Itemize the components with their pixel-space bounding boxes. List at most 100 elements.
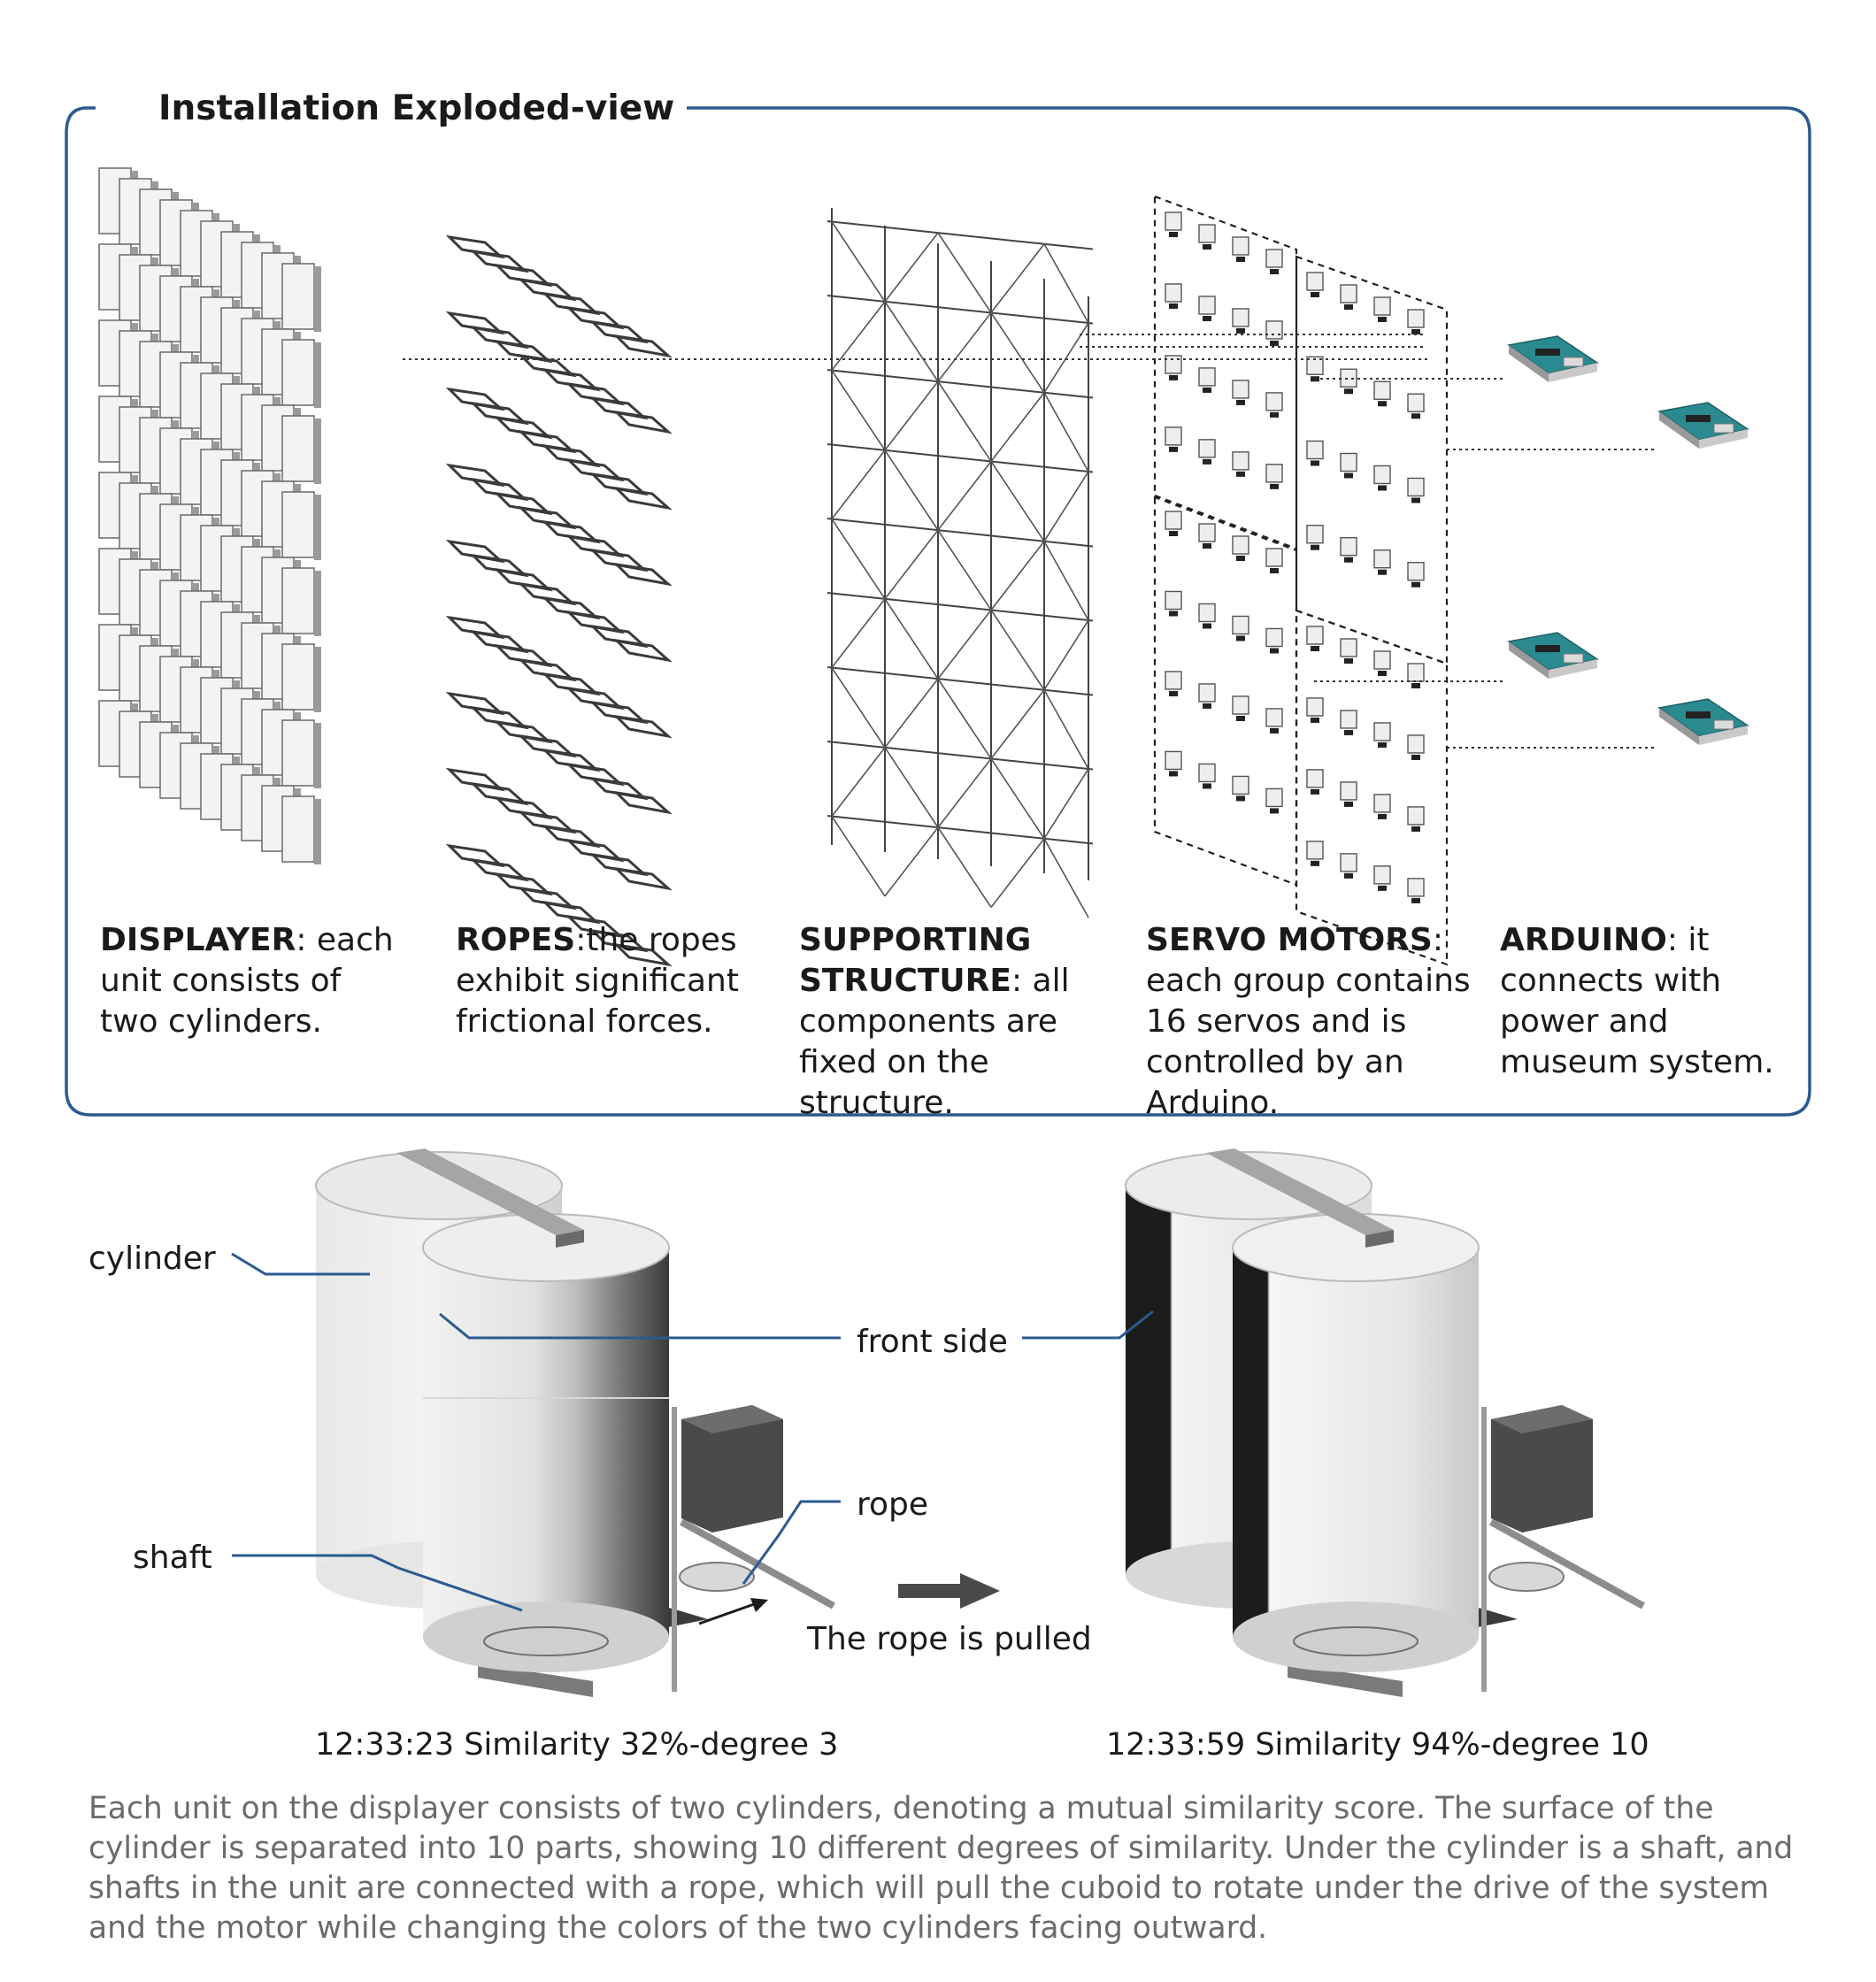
servo-motor <box>1198 683 1216 703</box>
servo-horn <box>1411 581 1420 588</box>
servo-horn <box>1236 327 1245 334</box>
structure-beam <box>827 592 1094 622</box>
servo-motor <box>1306 841 1324 860</box>
servo-motor <box>1165 426 1182 446</box>
servo-horn <box>1169 611 1178 617</box>
structure-beam <box>827 369 1094 399</box>
description-paragraph: Each unit on the displayer consists of t… <box>88 1791 1794 1946</box>
servo-horn <box>1311 544 1319 550</box>
servo-horn <box>1378 485 1387 491</box>
arduino-chip <box>1686 711 1711 718</box>
servo-motor <box>1165 590 1182 611</box>
servo-motor <box>1265 787 1283 808</box>
arduino-chip <box>1686 415 1711 422</box>
caption-right-state: 12:33:59 Similarity 94%-degree 10 <box>1106 1727 1649 1763</box>
separator: : <box>1666 922 1688 958</box>
servo-motor <box>1407 562 1425 581</box>
servo-horn <box>1378 317 1387 322</box>
structure-brace <box>937 826 992 908</box>
servo-horn <box>1236 635 1245 641</box>
servo-motor <box>1232 535 1249 555</box>
servo-motor <box>1198 296 1216 315</box>
structure-brace <box>831 449 886 520</box>
servo-motor <box>1306 525 1324 544</box>
servo-horn <box>1311 460 1319 466</box>
servo-motor <box>1165 750 1182 771</box>
caption-left-state: 12:33:23 Similarity 32%-degree 3 <box>315 1727 839 1763</box>
supporting-structure <box>827 208 1094 918</box>
display-unit-side <box>314 495 321 560</box>
servo-horn <box>1411 683 1420 688</box>
servo-panel <box>1295 255 1449 665</box>
structure-brace <box>990 460 1045 542</box>
arduino-board-edge <box>1549 363 1597 382</box>
servo-horn <box>1203 458 1211 465</box>
structure-brace <box>884 232 939 303</box>
structure-brace <box>937 232 992 313</box>
servo-motor <box>1373 650 1391 670</box>
servo-horn <box>1169 303 1178 309</box>
servo-motor <box>1265 464 1283 483</box>
structure-brace <box>1043 392 1089 472</box>
servo-horn <box>1169 531 1178 536</box>
servo-motors-description: SERVO MOTORS: each group contains 16 ser… <box>1146 920 1482 1124</box>
servo-motor <box>1340 284 1357 303</box>
servo-motor <box>1306 272 1324 291</box>
structure-brace <box>884 678 939 749</box>
servo-motor <box>1165 211 1182 231</box>
servo-horn <box>1311 717 1319 723</box>
structure-brace <box>937 609 992 680</box>
servo-motor <box>1306 440 1324 460</box>
structure-beam <box>827 443 1094 473</box>
structure-brace <box>884 747 939 828</box>
servo-motor <box>1232 308 1249 327</box>
display-unit <box>281 263 315 330</box>
structure-brace <box>831 598 886 669</box>
servo-motor <box>1232 451 1249 471</box>
structure-brace <box>1043 322 1089 394</box>
structure-brace <box>990 689 1045 759</box>
arduino-board-edge <box>1659 411 1699 449</box>
displayer-array <box>98 167 321 864</box>
servo-horn <box>1411 329 1420 334</box>
servo-horn <box>1203 543 1211 549</box>
arduino-board-edge <box>1699 726 1748 745</box>
servo-motor <box>1232 775 1249 795</box>
servo-horn <box>1311 292 1319 297</box>
servo-horn <box>1378 569 1387 575</box>
servo-motor <box>1306 697 1324 717</box>
structure-brace <box>1043 243 1089 324</box>
structure-brace <box>1043 541 1089 621</box>
servo-horn <box>1344 658 1353 664</box>
component-text: each unit consists of two cylinders. <box>100 922 394 1040</box>
arduino-chip <box>1535 645 1560 652</box>
display-unit-side <box>314 723 321 788</box>
structure-brace <box>1043 619 1089 691</box>
servo-horn <box>1344 557 1353 563</box>
displayer-description: DISPLAYER: each unit consists of two cyl… <box>100 920 401 1042</box>
servo-motor <box>1198 224 1216 243</box>
servo-horn <box>1344 304 1353 310</box>
servo-horn <box>1236 399 1245 405</box>
unit-illustration-left <box>315 1148 835 1697</box>
structure-brace <box>990 541 1045 611</box>
servo-motor <box>1198 523 1216 542</box>
servo-motor <box>1373 296 1391 316</box>
display-unit <box>281 567 315 634</box>
structure-brace <box>937 460 992 531</box>
servo-motor <box>1165 511 1182 530</box>
servo-panel <box>1295 609 1449 966</box>
structure-brace <box>831 667 886 749</box>
display-unit-side <box>314 419 321 484</box>
servo-motor <box>1265 708 1283 727</box>
structure-brace <box>831 747 886 818</box>
servo-horn <box>1270 411 1279 418</box>
display-unit <box>281 415 315 482</box>
rope-loop <box>612 562 673 587</box>
display-unit <box>281 491 315 558</box>
structure-brace <box>884 449 939 531</box>
servo-motor <box>1232 380 1249 399</box>
separator: : <box>296 922 317 958</box>
servo-horn <box>1378 401 1387 407</box>
servo-horn <box>1236 257 1245 262</box>
